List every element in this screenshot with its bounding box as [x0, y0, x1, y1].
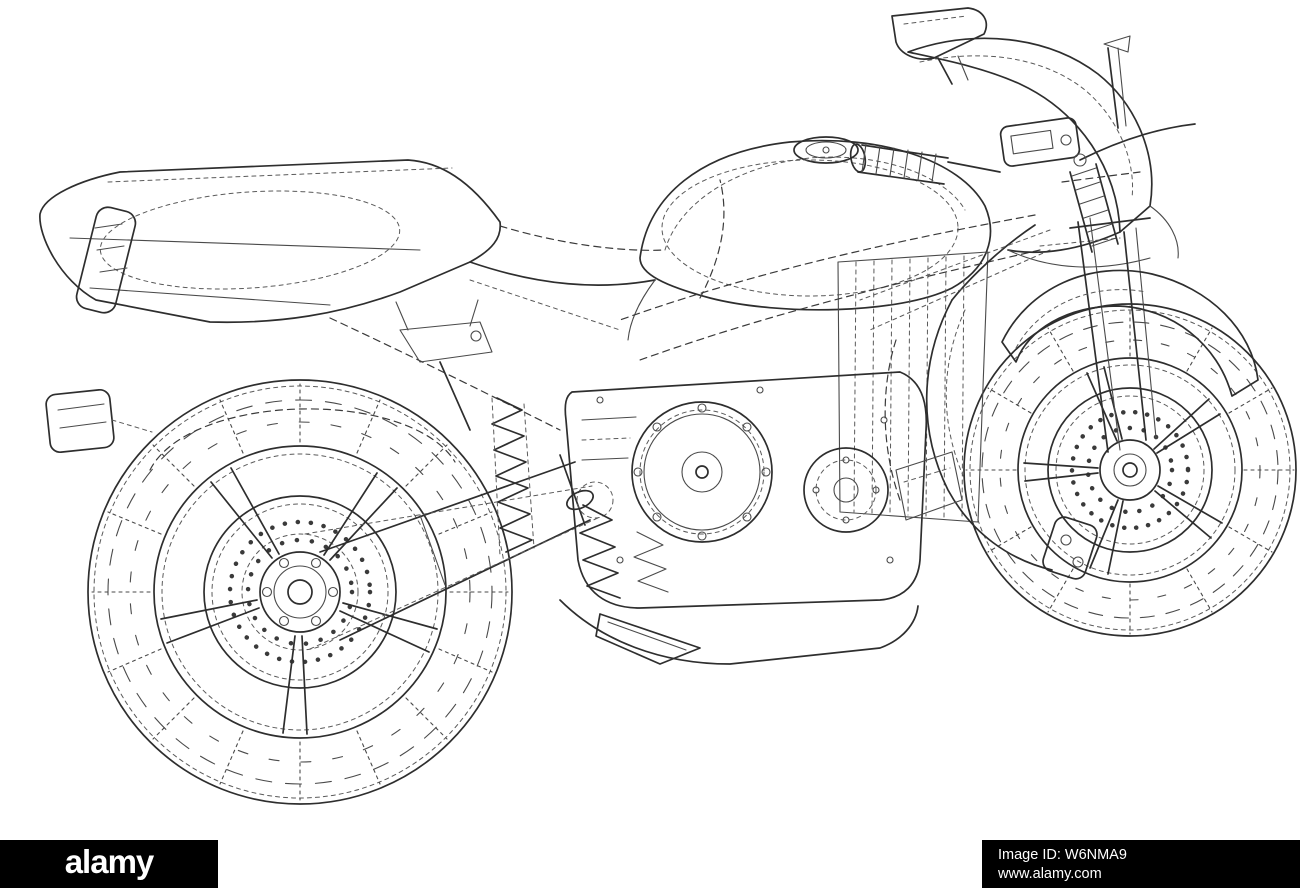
footer-left-bar: alamy: [0, 840, 218, 888]
rear-hub: [259, 551, 341, 633]
image-id-label: Image ID: W6NMA9: [998, 846, 1127, 863]
website-label: www.alamy.com: [998, 865, 1102, 882]
motorcycle-wireframe-illustration: [39, 7, 1297, 805]
rear-sprocket: [241, 533, 359, 651]
front-hub: [1099, 439, 1161, 501]
seat: [469, 261, 656, 286]
front-tire-tread: [965, 305, 1295, 635]
rear-wheel-spokes: [160, 467, 438, 735]
side-fairing: [859, 224, 1053, 571]
handlebar-left-grip: [849, 143, 1001, 185]
alamy-logo: alamy: [64, 843, 155, 880]
tail-light: [75, 206, 137, 314]
exhaust-boot-spring: [566, 489, 669, 599]
footer-right-bar: Image ID: W6NMA9 www.alamy.com: [982, 840, 1300, 888]
mirror: [891, 7, 988, 85]
front-wheel-spokes: [1023, 366, 1223, 575]
engine: [564, 371, 928, 609]
belly-pan: [559, 599, 919, 665]
frame-radiator: [469, 214, 1041, 523]
instrument-cluster: [999, 117, 1081, 167]
throttle-fork-top: [1069, 163, 1119, 253]
rear-shock-spring: [491, 397, 535, 557]
belly-winglet: [595, 613, 701, 665]
front-forks: [1061, 171, 1157, 453]
front-wheel: [963, 303, 1297, 637]
ignition-cover: [803, 447, 889, 533]
brake-lever: [1073, 123, 1196, 167]
clutch-cover: [631, 401, 773, 543]
tail-section: [39, 159, 666, 471]
exhaust-hanger-bracket: [45, 388, 153, 454]
fuel-tank: [639, 136, 992, 311]
rear-tire-tread: [91, 383, 509, 801]
steering-stem-fin: [1103, 35, 1131, 129]
fuel-cap: [793, 136, 859, 164]
rear-brake-disc: [203, 495, 397, 689]
rear-wheel: [87, 379, 513, 805]
windscreen: [907, 37, 1179, 268]
front-fender: [1001, 269, 1259, 397]
footpeg-bracket: [395, 299, 493, 431]
footer-spacer: [218, 840, 982, 888]
air-vent: [895, 451, 963, 521]
watermark-footer: alamy Image ID: W6NMA9 www.alamy.com: [0, 840, 1300, 888]
front-brake-disc: [1047, 387, 1213, 553]
front-brake-caliper: [1042, 516, 1098, 580]
